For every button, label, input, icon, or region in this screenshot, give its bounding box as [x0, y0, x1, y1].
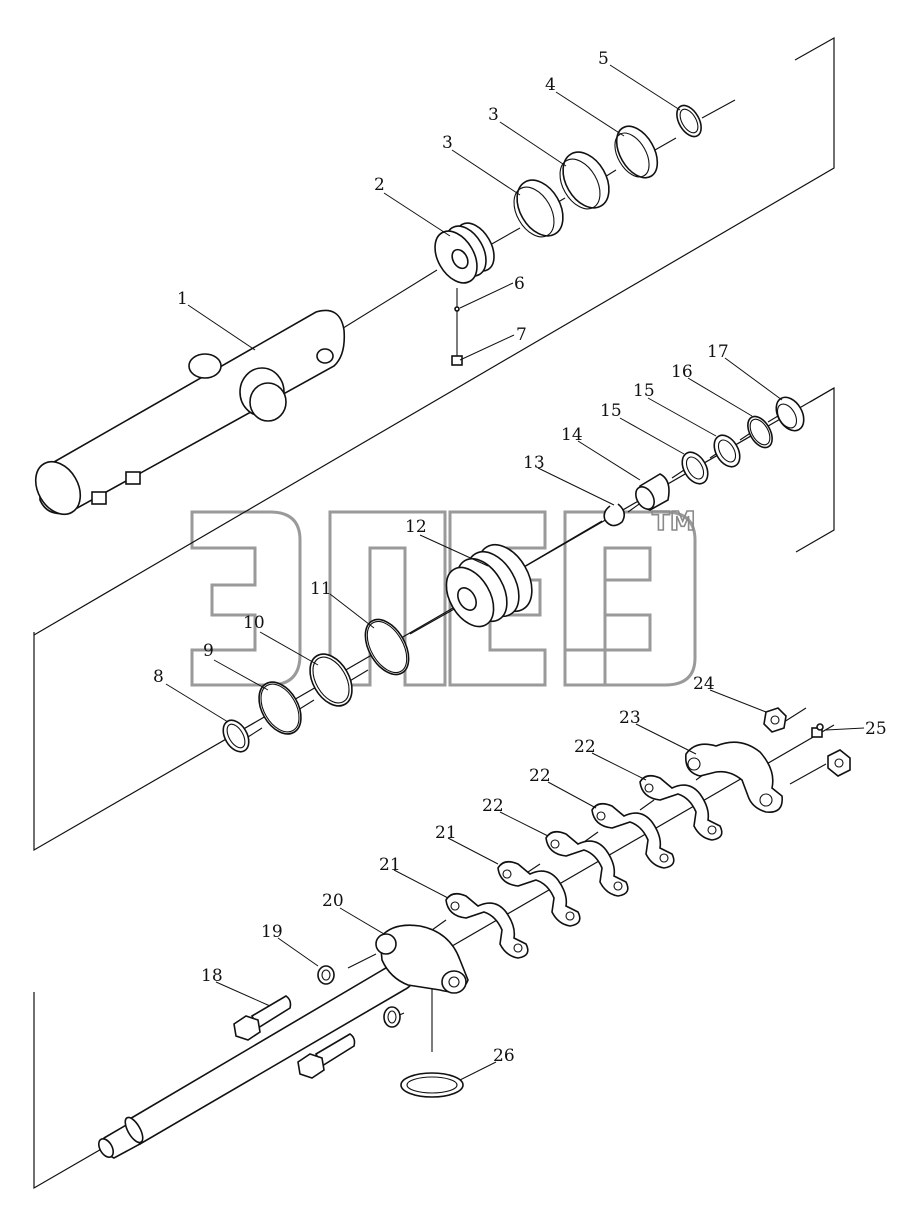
- callout-21a: 21: [379, 855, 401, 875]
- bolt-18a: [233, 995, 292, 1041]
- callout-20: 20: [322, 891, 344, 911]
- retaining-ring-13: [603, 503, 626, 527]
- steel-ball: [454, 306, 460, 312]
- callout-17: 17: [707, 342, 729, 362]
- set-screw: [451, 355, 463, 366]
- callout-labels: 1 2 3 3 4 5 6 7 8 9 10 11 12 13 14 15 15…: [153, 49, 887, 1066]
- frame-bottom: [33, 724, 835, 1190]
- callout-2: 2: [374, 175, 385, 195]
- clamp-21b: [497, 860, 581, 927]
- hex-nut-lower: [827, 749, 851, 777]
- callout-14: 14: [561, 425, 583, 445]
- callout-24: 24: [693, 674, 715, 694]
- piston-seal: [614, 125, 659, 179]
- callout-18: 18: [201, 966, 223, 986]
- washer-19b: [383, 1006, 401, 1028]
- cylinder-gland: [445, 543, 533, 628]
- callout-6: 6: [514, 274, 525, 294]
- rod-seal-15a: [681, 451, 709, 485]
- rod-eye-cap: [684, 741, 783, 813]
- callout-15b: 15: [633, 381, 655, 401]
- callout-13: 13: [523, 453, 545, 473]
- bolt-18b: [297, 1033, 356, 1079]
- callout-4: 4: [545, 75, 556, 95]
- o-ring-5: [676, 104, 702, 138]
- clamp-22a: [545, 830, 629, 897]
- callout-3a: 3: [442, 133, 453, 153]
- cylinder-barrel: [34, 309, 346, 516]
- callout-12: 12: [405, 517, 427, 537]
- callout-19: 19: [261, 922, 283, 942]
- callout-1: 1: [177, 289, 188, 309]
- callout-15a: 15: [600, 401, 622, 421]
- callout-22a: 22: [482, 796, 504, 816]
- clamp-22b: [591, 802, 675, 869]
- callout-22c: 22: [574, 737, 596, 757]
- clamp-22c: [639, 774, 723, 841]
- rod-seal-15b: [713, 434, 741, 468]
- callout-8: 8: [153, 667, 164, 687]
- callout-11: 11: [310, 579, 332, 599]
- frame-top: [33, 36, 835, 636]
- ring-10: [309, 653, 353, 707]
- watermark-logo: TM: [190, 506, 697, 687]
- gasket-26: [400, 1072, 464, 1098]
- wear-ring-a: [513, 179, 564, 238]
- bushing-14: [635, 473, 670, 511]
- ring-16: [747, 415, 773, 449]
- hex-nut-24: [763, 707, 787, 733]
- clamp-21a: [445, 892, 529, 959]
- ring-11: [364, 618, 410, 676]
- grease-fitting-25: [811, 723, 824, 738]
- ring-9: [258, 681, 302, 735]
- watermark-tm: TM: [652, 507, 696, 537]
- washer-19a: [317, 965, 335, 985]
- callout-16: 16: [671, 362, 693, 382]
- piston-rod: [97, 960, 416, 1159]
- callout-26: 26: [493, 1046, 515, 1066]
- callout-9: 9: [203, 641, 214, 661]
- piston-head: [434, 222, 495, 284]
- callout-3b: 3: [488, 105, 499, 125]
- callout-10: 10: [243, 613, 265, 633]
- callout-5: 5: [598, 49, 609, 69]
- section-frames: [33, 36, 835, 1190]
- callout-7: 7: [516, 325, 527, 345]
- callout-23: 23: [619, 708, 641, 728]
- rod-eye: [375, 924, 469, 994]
- wiper-17: [775, 396, 805, 432]
- leader-lines: [165, 64, 865, 1081]
- callout-22b: 22: [529, 766, 551, 786]
- wear-ring-b: [559, 151, 610, 210]
- callout-25: 25: [865, 719, 887, 739]
- callout-21b: 21: [435, 823, 457, 843]
- seal-8: [222, 719, 250, 753]
